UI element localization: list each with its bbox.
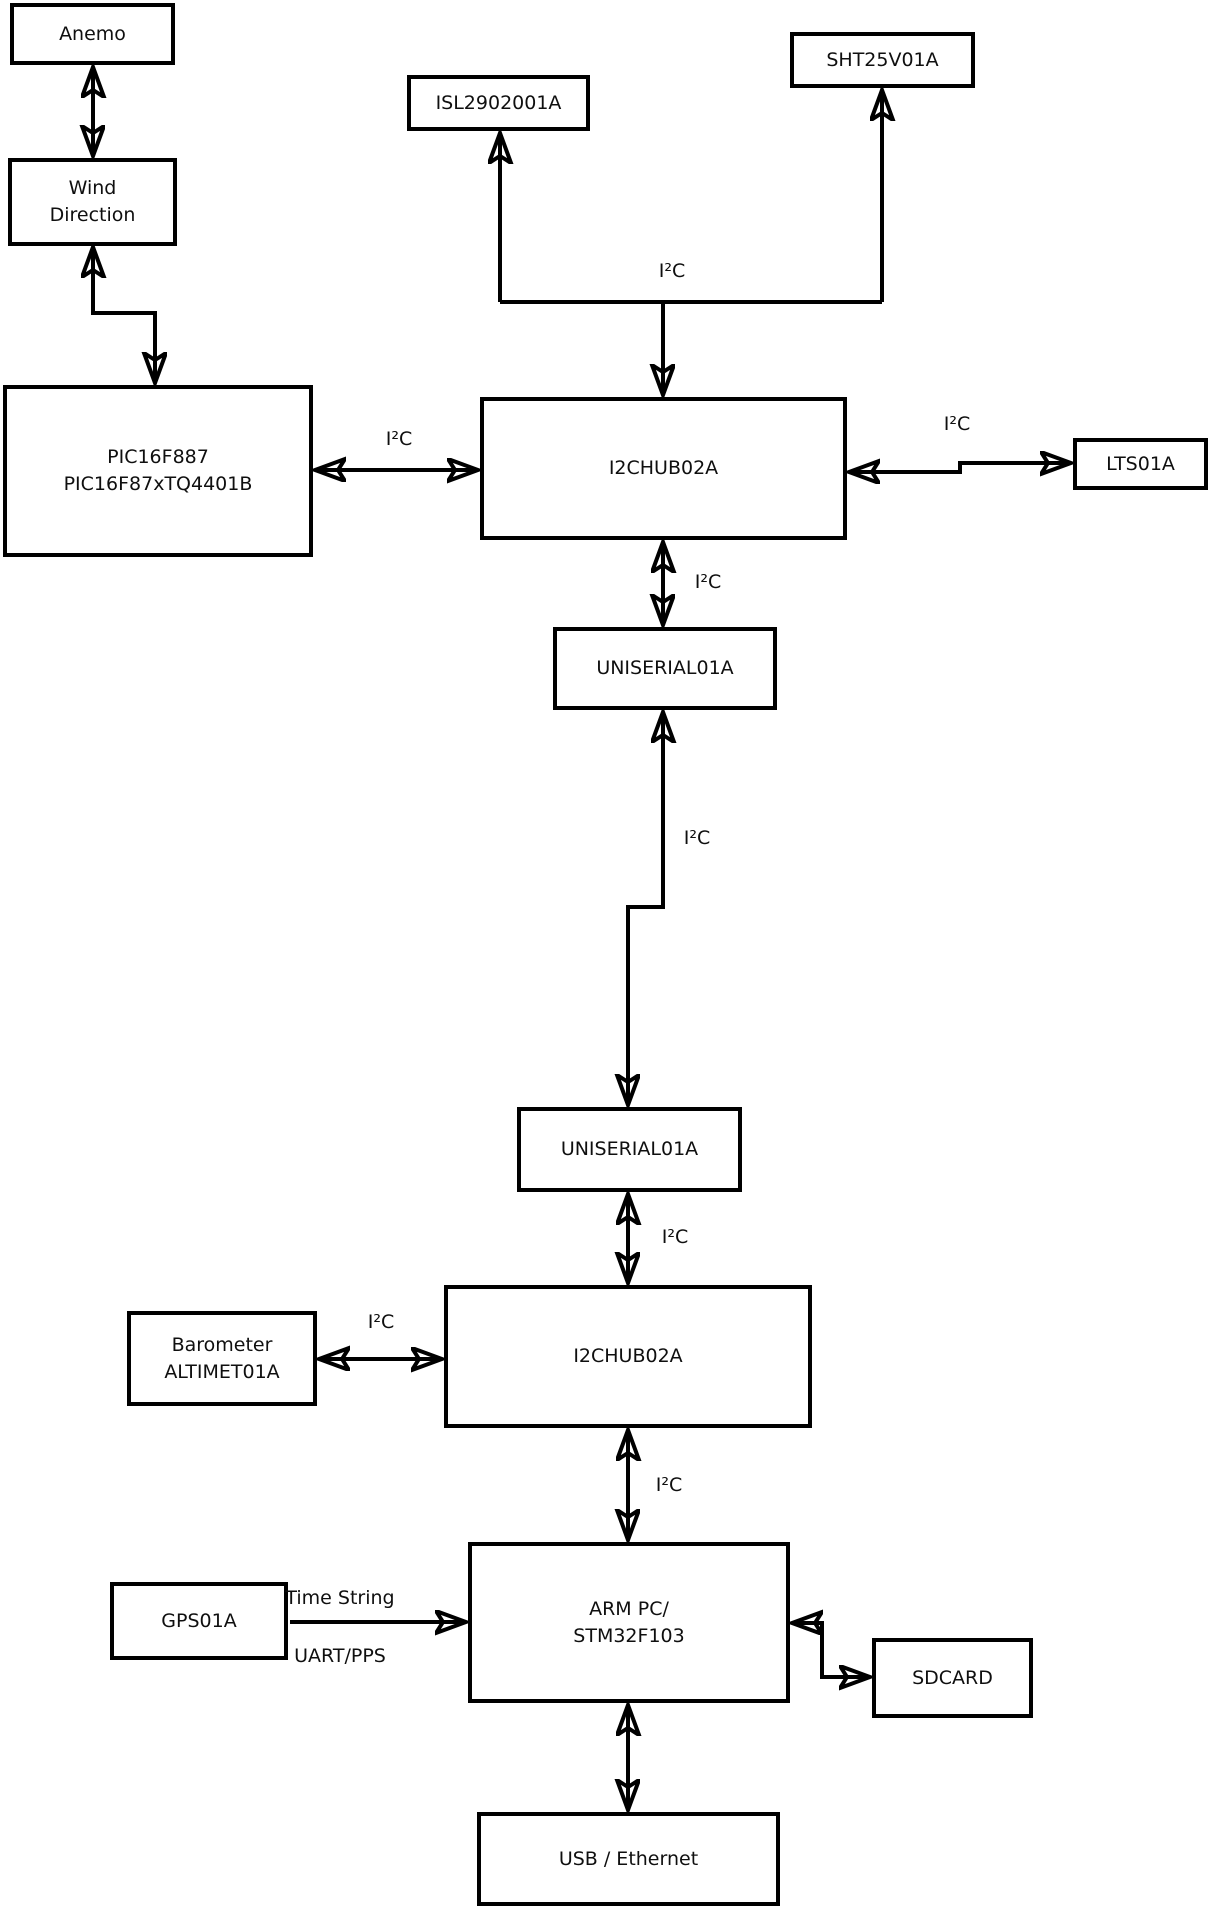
node-isl2902001a-label: ISL2902001A (435, 91, 562, 114)
node-arm-pc-line2: STM32F103 (573, 1624, 685, 1647)
node-sht25v01a: SHT25V01A (790, 32, 975, 88)
node-pic16f887-line2: PIC16F87xTQ4401B (63, 473, 253, 495)
edge-label-i2c-uniserial-link: I²C (683, 827, 711, 849)
node-lts01a: LTS01A (1073, 438, 1208, 490)
node-barometer-altimet01a: Barometer ALTIMET01A (127, 1311, 317, 1406)
node-i2chub02a-top: I2CHUB02A (480, 397, 847, 540)
node-barometer-line2: ALTIMET01A (164, 1360, 280, 1383)
node-wind-direction-line1: Wind (68, 177, 117, 199)
node-lts01a-label: LTS01A (1106, 452, 1175, 475)
node-pic16f887-line1: PIC16F887 (107, 446, 209, 468)
node-usb-ethernet-label: USB / Ethernet (558, 1847, 699, 1870)
edge-label-i2c-hub-lts: I²C (943, 413, 971, 435)
node-wind-direction-line2: Direction (49, 204, 136, 226)
edge-label-i2c-hub-uniserial: I²C (694, 571, 722, 593)
node-usb-ethernet: USB / Ethernet (477, 1812, 780, 1906)
edge-arm-sdcard (792, 1623, 870, 1677)
edge-label-i2c-uniserial-hub2: I²C (661, 1226, 689, 1248)
node-barometer-line1: Barometer (171, 1333, 273, 1356)
node-arm-pc-line1: ARM PC/ (589, 1597, 669, 1620)
node-anemo-label: Anemo (59, 22, 126, 45)
node-wind-direction: Wind Direction (8, 158, 177, 246)
edge-uniserial1-uniserial2 (628, 712, 663, 1105)
node-sdcard: SDCARD (872, 1638, 1033, 1718)
node-pic16f887: PIC16F887 PIC16F87xTQ4401B (3, 385, 313, 557)
node-gps01a: GPS01A (110, 1582, 288, 1660)
node-i2chub02a-bottom: I2CHUB02A (444, 1285, 812, 1428)
edge-hub1-lts (849, 463, 1071, 472)
edge-label-uart-pps: UART/PPS (294, 1645, 386, 1667)
edge-label-i2c-pic-hub: I²C (385, 428, 413, 450)
node-arm-pc: ARM PC/ STM32F103 (468, 1542, 790, 1703)
node-anemo: Anemo (10, 3, 175, 65)
edge-wind-pic (93, 247, 155, 383)
node-uniserial01a-top-label: UNISERIAL01A (596, 657, 734, 679)
edge-label-time-string: Time String (285, 1587, 395, 1609)
node-i2chub02a-bottom-label: I2CHUB02A (573, 1345, 683, 1367)
node-sht25v01a-label: SHT25V01A (826, 48, 939, 71)
node-sdcard-label: SDCARD (912, 1666, 993, 1689)
node-uniserial01a-bottom: UNISERIAL01A (517, 1107, 742, 1192)
node-gps01a-label: GPS01A (161, 1609, 237, 1632)
edge-label-i2c-barometer-hub2: I²C (367, 1311, 395, 1333)
edge-label-i2c-hub2-arm: I²C (655, 1474, 683, 1496)
node-i2chub02a-top-label: I2CHUB02A (608, 457, 719, 479)
node-uniserial01a-top: UNISERIAL01A (553, 627, 777, 710)
node-isl2902001a: ISL2902001A (407, 75, 590, 131)
edge-label-i2c-top-bus: I²C (658, 260, 686, 282)
node-uniserial01a-bottom-label: UNISERIAL01A (560, 1138, 699, 1160)
